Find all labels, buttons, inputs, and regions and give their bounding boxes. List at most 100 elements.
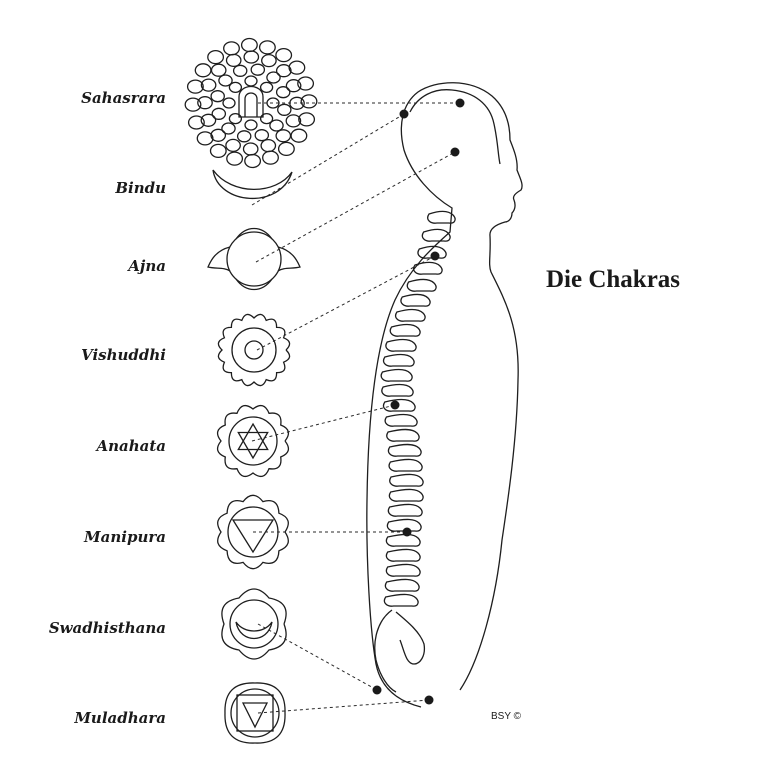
- vertebra: [385, 533, 421, 547]
- petal: [186, 79, 204, 94]
- chakra-point: [430, 251, 440, 261]
- petal: [285, 114, 302, 128]
- petal: [222, 97, 236, 109]
- label-anahata: Anahata: [96, 437, 166, 455]
- chakra-point: [399, 109, 409, 119]
- ajna-symbol: [207, 227, 301, 291]
- inner-circle: [228, 416, 278, 466]
- petal: [223, 41, 240, 56]
- vertebra: [384, 578, 420, 592]
- swadhisthana-symbol: [221, 588, 287, 660]
- chakra-symbols: [184, 37, 318, 744]
- label-sahasrara: Sahasrara: [81, 89, 166, 107]
- muladhara-symbol: [224, 682, 286, 744]
- vertebra: [421, 228, 451, 242]
- vertebra: [386, 518, 422, 532]
- petal: [232, 64, 248, 77]
- petal: [288, 60, 306, 75]
- bindu-symbol: [212, 169, 293, 200]
- chakra-point: [455, 98, 465, 108]
- ajna-circle: [226, 231, 282, 287]
- petal: [277, 103, 292, 116]
- crescent-moon: [212, 169, 293, 200]
- vishuddhi-symbol: [217, 313, 291, 387]
- chakra-point: [450, 147, 460, 157]
- vertebra: [427, 210, 456, 224]
- vertebra: [382, 353, 415, 367]
- petal: [300, 94, 318, 109]
- petal: [228, 81, 243, 94]
- upward-triangle: [237, 422, 269, 451]
- bottom-arc: [235, 278, 273, 291]
- anahata-symbol: [216, 404, 290, 478]
- left-petal: [207, 246, 231, 272]
- petal: [207, 49, 225, 65]
- leader-line: [255, 151, 456, 263]
- leader-line: [251, 113, 405, 206]
- diagram-title: Die Chakras: [546, 266, 681, 293]
- label-muladhara: Muladhara: [74, 709, 166, 727]
- petal: [297, 76, 315, 91]
- petal: [259, 112, 274, 125]
- vertebra: [417, 245, 447, 259]
- petal: [200, 113, 217, 127]
- petal: [210, 128, 227, 142]
- leader-line: [257, 699, 430, 714]
- petal: [275, 129, 292, 143]
- vertebra: [388, 488, 424, 502]
- vertebra: [385, 548, 421, 562]
- square: [236, 694, 274, 732]
- downward-triangle: [237, 431, 269, 460]
- lotus-petals: [216, 404, 290, 478]
- spine-vertebrae: [380, 210, 456, 607]
- body-contour: [366, 82, 523, 708]
- sahasrara-symbol: [184, 37, 318, 169]
- vertebra: [385, 563, 421, 577]
- human-figure-outline: [366, 82, 523, 708]
- vertebra: [413, 261, 443, 275]
- petal: [250, 63, 266, 76]
- vertebra: [389, 473, 424, 487]
- petal: [210, 90, 225, 103]
- petal: [269, 119, 284, 132]
- vertebra: [383, 593, 419, 607]
- petal: [290, 128, 308, 143]
- petal: [200, 78, 217, 92]
- petal: [266, 71, 281, 84]
- lotus-petals: [224, 682, 286, 744]
- vertebra: [382, 398, 416, 412]
- vertebra: [406, 278, 437, 292]
- chakra-points: [372, 98, 465, 705]
- chakra-point: [372, 685, 382, 695]
- petal: [244, 119, 258, 131]
- petal: [226, 151, 244, 166]
- petal: [211, 107, 227, 120]
- outer-ring: [231, 327, 277, 373]
- vertebra: [387, 503, 423, 517]
- petal: [275, 86, 291, 99]
- vertebra: [394, 308, 426, 322]
- lotus-petals: [217, 494, 289, 570]
- label-ajna: Ajna: [128, 257, 166, 275]
- petal: [242, 142, 259, 156]
- sacrum: [395, 611, 426, 665]
- petal: [236, 130, 252, 143]
- copyright-mark: BSY ©: [491, 711, 521, 722]
- petal: [285, 79, 302, 93]
- leader-line: [251, 404, 396, 442]
- petal: [187, 115, 205, 130]
- chakra-point: [390, 400, 400, 410]
- petal: [261, 53, 277, 68]
- petal: [184, 97, 202, 112]
- petal: [194, 63, 212, 78]
- petal: [277, 141, 295, 157]
- petal: [244, 153, 262, 169]
- leader-line: [257, 623, 378, 691]
- vertebra: [387, 443, 422, 457]
- petal: [240, 37, 258, 53]
- petal: [243, 50, 260, 64]
- petal: [262, 150, 279, 165]
- petal: [275, 47, 293, 63]
- chakra-point: [424, 695, 434, 705]
